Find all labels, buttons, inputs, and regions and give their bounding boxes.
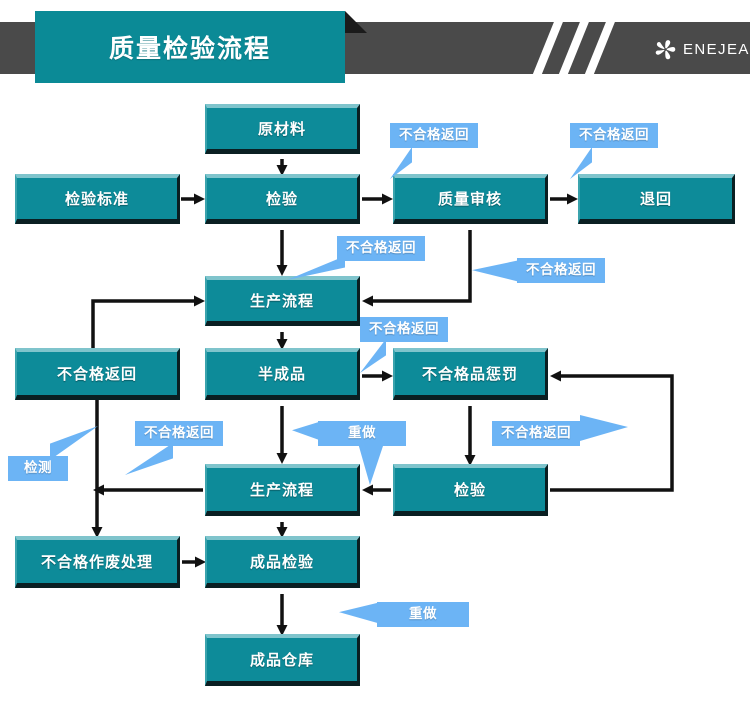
callout-label: 检测 bbox=[8, 456, 68, 481]
node-label: 不合格返回 bbox=[56, 366, 137, 383]
callout-reject-return-5[interactable]: 不合格返回 bbox=[360, 317, 448, 373]
node-label: 退回 bbox=[639, 191, 672, 208]
callout-label: 重做 bbox=[318, 421, 406, 446]
page-title-plate: 质量检验流程 bbox=[35, 11, 345, 83]
node-label: 半成品 bbox=[257, 366, 306, 383]
brand-logo: ENEJEAN bbox=[655, 36, 750, 62]
node-production-process-1[interactable]: 生产流程 bbox=[205, 276, 360, 326]
node-inspection-standard[interactable]: 检验标准 bbox=[15, 174, 180, 224]
node-label: 原材料 bbox=[257, 121, 306, 138]
callout-label: 重做 bbox=[377, 602, 469, 627]
node-label: 检验 bbox=[265, 191, 298, 208]
pinwheel-flower-logo-icon bbox=[655, 39, 676, 59]
page-title: 质量检验流程 bbox=[108, 35, 271, 63]
node-label: 不合格作废处理 bbox=[40, 554, 153, 571]
node-label: 成品仓库 bbox=[249, 652, 314, 669]
node-semi-finished-product[interactable]: 半成品 bbox=[205, 348, 360, 400]
callout-reject-return-7[interactable]: 不合格返回 bbox=[492, 415, 628, 446]
node-label: 不合格品惩罚 bbox=[421, 366, 518, 383]
callout-label: 不合格返回 bbox=[517, 258, 605, 283]
node-final-inspection[interactable]: 成品检验 bbox=[205, 536, 360, 588]
node-label: 检验 bbox=[453, 482, 486, 499]
node-label: 生产流程 bbox=[249, 293, 314, 310]
node-production-process-2[interactable]: 生产流程 bbox=[205, 464, 360, 516]
node-label: 生产流程 bbox=[249, 482, 314, 499]
callout-reject-return-3[interactable]: 不合格返回 bbox=[287, 236, 425, 280]
callout-label: 不合格返回 bbox=[570, 123, 658, 148]
callout-rework-2[interactable]: 重做 bbox=[339, 602, 469, 627]
node-quality-audit[interactable]: 质量审核 bbox=[393, 174, 548, 224]
callout-label: 不合格返回 bbox=[492, 421, 580, 446]
callout-rework-1[interactable]: 重做 bbox=[292, 421, 406, 485]
callout-reject-return-4[interactable]: 不合格返回 bbox=[472, 258, 605, 283]
node-label: 质量审核 bbox=[437, 191, 502, 208]
callout-label: 不合格返回 bbox=[360, 317, 448, 342]
callout-label: 不合格返回 bbox=[337, 236, 425, 261]
node-label: 检验标准 bbox=[64, 191, 129, 208]
callout-reject-return-6[interactable]: 不合格返回 bbox=[125, 421, 223, 475]
node-label: 成品检验 bbox=[249, 554, 314, 571]
callout-reject-return-2[interactable]: 不合格返回 bbox=[570, 123, 658, 179]
node-inspection-1[interactable]: 检验 bbox=[205, 174, 360, 224]
callout-label: 不合格返回 bbox=[390, 123, 478, 148]
callout-label: 不合格返回 bbox=[135, 421, 223, 446]
node-scrap-handling[interactable]: 不合格作废处理 bbox=[15, 536, 180, 588]
node-reject-return[interactable]: 不合格返回 bbox=[15, 348, 180, 400]
node-finished-goods-warehouse[interactable]: 成品仓库 bbox=[205, 634, 360, 686]
brand-name: ENEJEAN bbox=[683, 40, 750, 58]
node-raw-material[interactable]: 原材料 bbox=[205, 104, 360, 154]
node-reject-penalty[interactable]: 不合格品惩罚 bbox=[393, 348, 548, 400]
callout-reject-return-1[interactable]: 不合格返回 bbox=[390, 123, 478, 179]
node-inspection-2[interactable]: 检验 bbox=[393, 464, 548, 516]
callout-detection[interactable]: 检测 bbox=[8, 426, 98, 481]
node-return-goods[interactable]: 退回 bbox=[578, 174, 735, 224]
